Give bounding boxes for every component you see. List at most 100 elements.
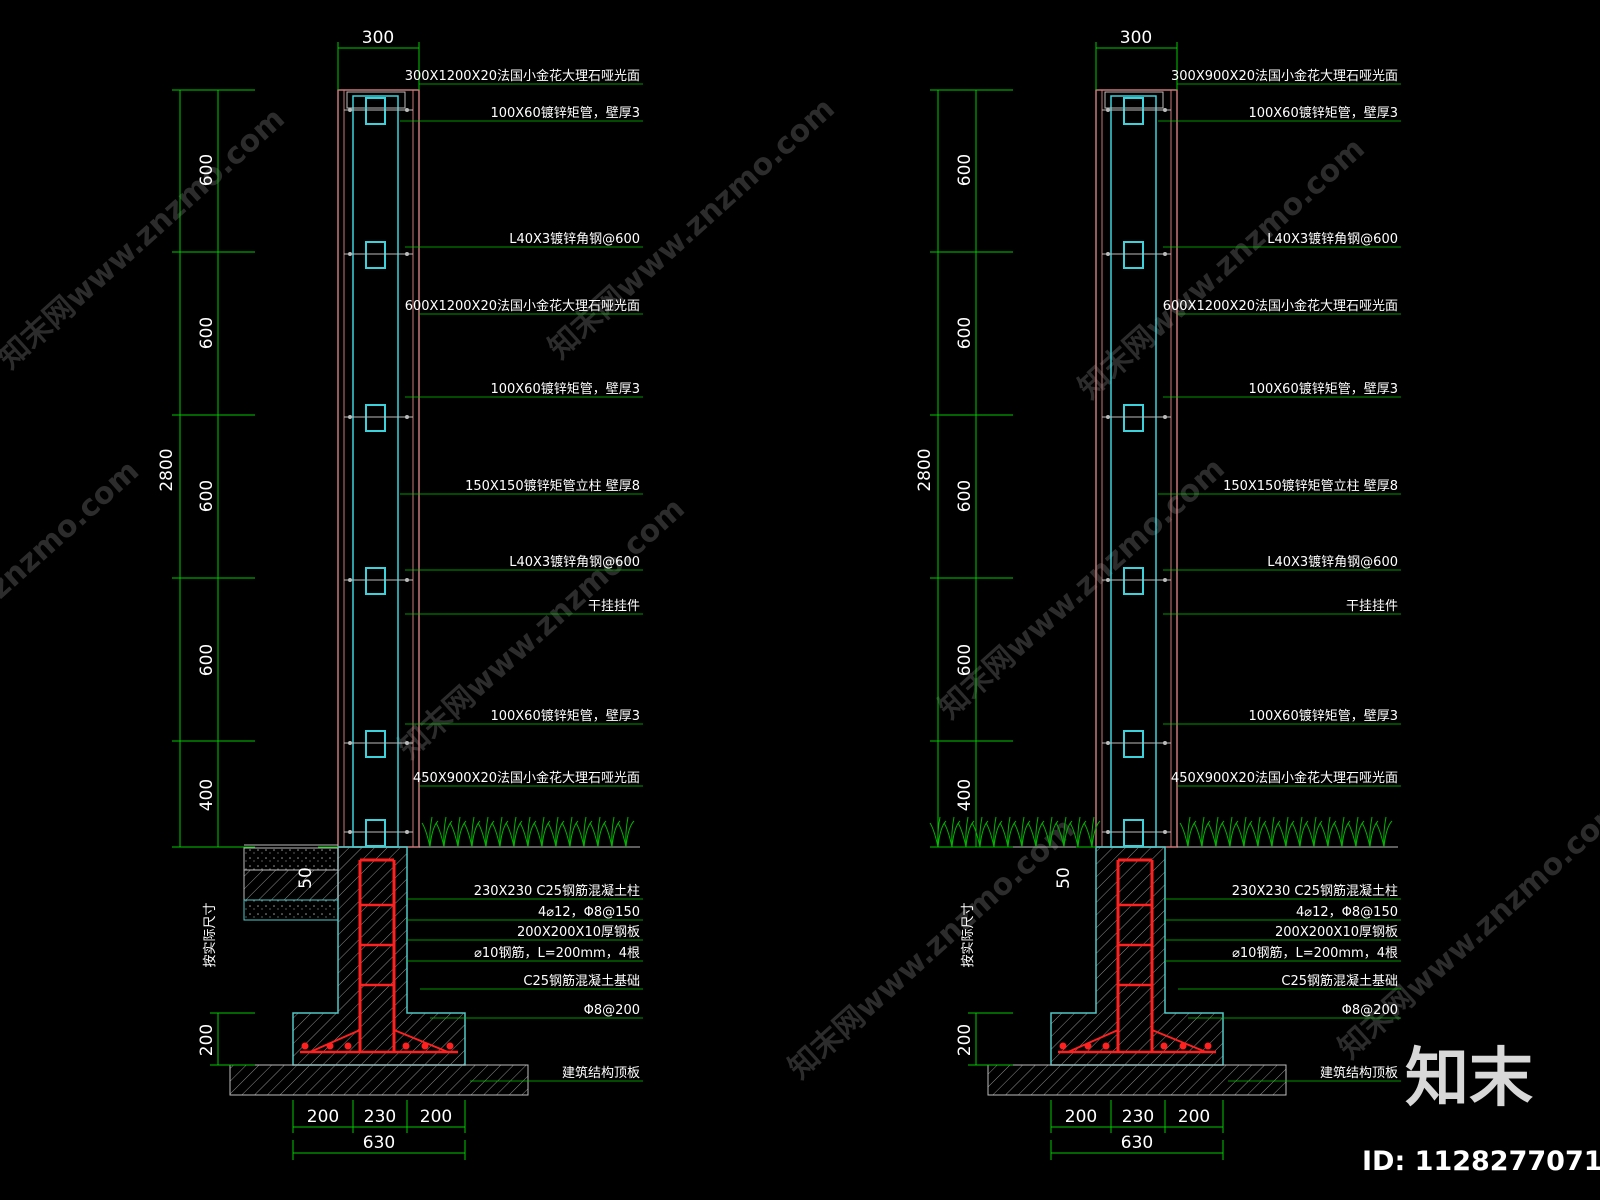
top-steel-cap	[1104, 91, 1164, 109]
rebar	[1151, 1029, 1207, 1053]
steel-tube	[1123, 567, 1144, 595]
grass-tuft	[1333, 816, 1351, 848]
grass-tuft	[1305, 816, 1323, 848]
fixing-bolt	[348, 578, 352, 582]
grass-tuft	[999, 816, 1017, 848]
fixing-bolt	[1163, 578, 1167, 582]
paving-layer	[243, 847, 339, 871]
grass-tuft	[435, 816, 453, 848]
fixing-bolt	[1106, 415, 1110, 419]
top-width-label: 300	[362, 28, 394, 48]
fixing-bolt	[1106, 741, 1110, 745]
annotation-label: C25钢筋混凝土基础	[1281, 973, 1398, 989]
top-width-label: 300	[1120, 28, 1152, 48]
annotation-label: ⌀10钢筋，L=200mm，4根	[1232, 945, 1398, 961]
grass-tuft	[505, 816, 523, 848]
annotation-label: 建筑结构顶板	[562, 1065, 640, 1081]
annotation-label: 100X60镀锌矩管，壁厚3	[490, 708, 640, 724]
fixing-bolt	[405, 108, 409, 112]
steel-tube	[365, 241, 386, 269]
structural-slab	[987, 1064, 1287, 1096]
grass-tuft	[1291, 816, 1309, 848]
grass-tuft	[547, 816, 565, 848]
top-steel-cap	[346, 91, 406, 109]
bottom-dim-label: 200	[1065, 1107, 1097, 1127]
fixing-bolt	[1163, 252, 1167, 256]
annotation-label: Φ8@200	[1342, 1003, 1398, 1018]
grass-tuft	[1083, 816, 1101, 848]
bottom-dim-label: 200	[420, 1107, 452, 1127]
height-segment-label: 600	[955, 644, 975, 676]
bottom-dim-label: 200	[1178, 1107, 1210, 1127]
annotation-label: 450X900X20法国小金花大理石哑光面	[1171, 770, 1398, 786]
rebar-dot	[1102, 1042, 1110, 1050]
grass-tuft	[1361, 816, 1379, 848]
grass-tuft	[1263, 816, 1281, 848]
fixing-bolt	[1163, 830, 1167, 834]
grass-tuft	[1055, 816, 1073, 848]
steel-tube	[1123, 819, 1144, 847]
image-id: ID: 1128277071	[1362, 1146, 1600, 1177]
grass-tuft	[1249, 816, 1267, 848]
fixing-bolt	[405, 830, 409, 834]
annotation-label: 450X900X20法国小金花大理石哑光面	[413, 770, 640, 786]
annotation-label: 4⌀12，Φ8@150	[538, 905, 640, 920]
annotation-label: L40X3镀锌角钢@600	[509, 231, 640, 247]
fixing-bolt	[348, 830, 352, 834]
steel-tube	[365, 819, 386, 847]
height-segment-label: 600	[197, 644, 217, 676]
bottom-dim-label: 230	[1122, 1107, 1154, 1127]
annotation-label: ⌀10钢筋，L=200mm，4根	[474, 945, 640, 961]
steel-tube	[365, 97, 386, 125]
grass-tuft	[1277, 816, 1295, 848]
grass-tuft	[589, 816, 607, 848]
fixing-bolt	[405, 741, 409, 745]
grass-tuft	[957, 816, 975, 848]
grass-tuft	[533, 816, 551, 848]
site-note-label: 按实际尺寸	[203, 902, 218, 967]
grass-tuft	[491, 816, 509, 848]
fixing-bolt	[1163, 108, 1167, 112]
fixing-bolt	[348, 415, 352, 419]
annotation-label: Φ8@200	[584, 1003, 640, 1018]
grass-tuft	[1179, 816, 1197, 848]
grass-tuft	[1069, 816, 1087, 848]
rebar-dot	[1179, 1042, 1187, 1050]
grass-tuft	[561, 816, 579, 848]
annotation-label: 100X60镀锌矩管，壁厚3	[490, 381, 640, 397]
fixing-bolt	[348, 252, 352, 256]
steel-tube	[365, 730, 386, 758]
rebar	[1067, 1029, 1119, 1053]
annotation-label: 干挂挂件	[1346, 599, 1398, 614]
logo-text: 知末	[1405, 1042, 1533, 1116]
rebar-dot	[301, 1042, 309, 1050]
rebar-dot	[1204, 1042, 1212, 1050]
grass-tuft	[1347, 816, 1365, 848]
paving-layer	[243, 869, 339, 901]
fixing-bolt	[1106, 108, 1110, 112]
grass-tuft	[1193, 816, 1211, 848]
site-note-label: 按实际尺寸	[961, 902, 976, 967]
grass-tuft	[449, 816, 467, 848]
rebar	[309, 1029, 361, 1053]
height-segment-label: 600	[955, 154, 975, 186]
grass-tuft	[1041, 816, 1059, 848]
steel-tube	[1123, 241, 1144, 269]
annotation-label: 150X150镀锌矩管立柱 壁厚8	[465, 478, 640, 494]
height-segment-label: 600	[955, 317, 975, 349]
height-segment-label: 600	[197, 317, 217, 349]
grass-tuft	[575, 816, 593, 848]
base-height-label: 200	[197, 1024, 217, 1056]
paving-layer	[243, 899, 339, 921]
rebar-dot	[1084, 1042, 1092, 1050]
steel-tube	[1123, 97, 1144, 125]
step-label: 50	[1054, 867, 1074, 889]
fixing-bolt	[1106, 252, 1110, 256]
steel-tube	[365, 404, 386, 432]
annotation-label: 100X60镀锌矩管，壁厚3	[1248, 105, 1398, 121]
fixing-bolt	[1106, 830, 1110, 834]
grass-tuft	[943, 816, 961, 848]
annotation-label: L40X3镀锌角钢@600	[1267, 554, 1398, 570]
